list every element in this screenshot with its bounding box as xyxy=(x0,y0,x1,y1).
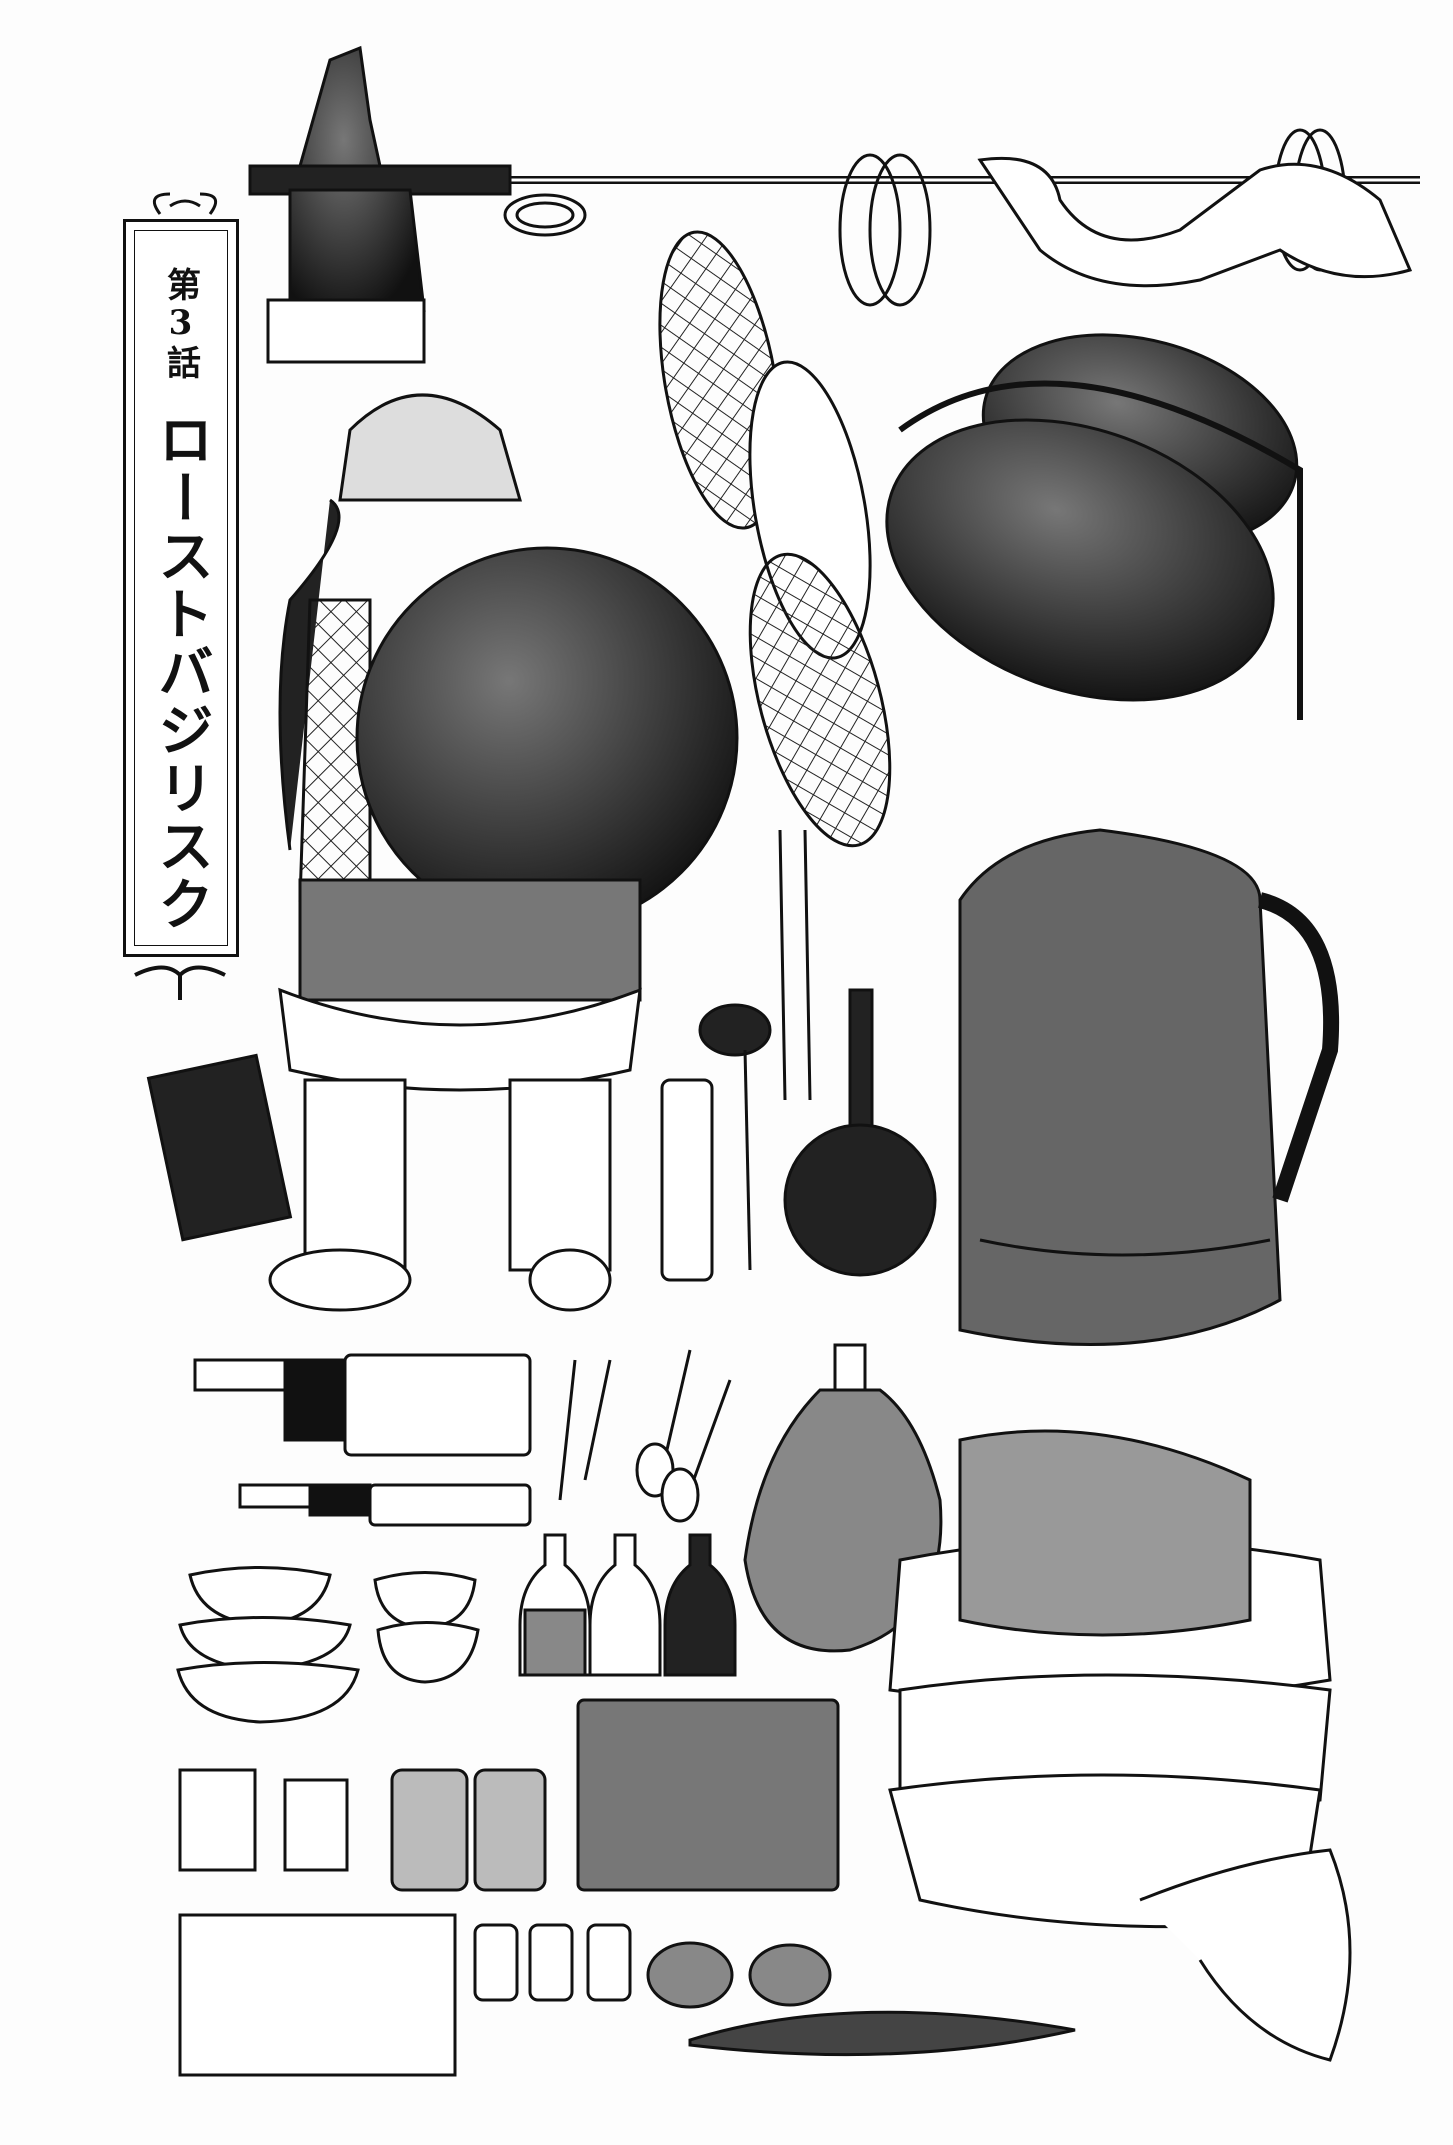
water-flask xyxy=(743,1343,943,1653)
cloth-wrap xyxy=(977,156,1413,288)
pouches xyxy=(646,1941,1076,2057)
cloth-rope xyxy=(1139,1848,1352,2062)
spice-jars xyxy=(390,1768,632,2002)
chapter-title-card: 第3話 ローストバジリスク xyxy=(123,219,239,957)
bottles xyxy=(518,1533,737,1677)
dwarf-character xyxy=(268,393,739,1312)
ornament-bottom xyxy=(134,965,226,1000)
hanging-utensils xyxy=(660,829,937,1282)
nets xyxy=(658,230,892,848)
bowls xyxy=(176,1566,480,1724)
cups xyxy=(178,1768,349,1872)
ornament-top xyxy=(152,192,218,215)
whetstone xyxy=(146,1053,293,1242)
forks-and-spoons xyxy=(558,1349,732,1523)
title-inner-frame: 第3話 ローストバジリスク xyxy=(134,230,228,946)
axe xyxy=(248,45,1420,364)
clothes-stack xyxy=(888,1429,1332,1929)
chapter-number: 第3話 xyxy=(160,267,201,381)
chapter-title: ローストバジリスク xyxy=(148,411,214,933)
knives xyxy=(193,1353,532,1527)
cutting-board xyxy=(178,1913,457,2077)
cooking-pot xyxy=(885,333,1303,720)
storage-box xyxy=(576,1698,840,1892)
backpack xyxy=(958,828,1340,1347)
